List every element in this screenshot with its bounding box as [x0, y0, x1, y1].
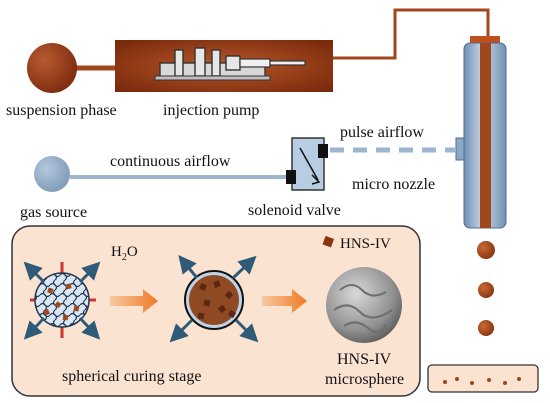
hns-legend-label: HNS-IV — [340, 236, 391, 252]
pulse-airflow-label: pulse airflow — [340, 124, 424, 141]
hns-iv-microsphere — [326, 267, 402, 343]
gel-sphere-stage-2 — [169, 255, 259, 343]
process-arrow-2 — [262, 289, 307, 313]
collected-microspheres — [443, 377, 521, 385]
solenoid-valve-label: solenoid valve — [248, 202, 341, 219]
microsphere-label-line2: microsphere — [325, 371, 404, 388]
solenoid-valve — [286, 137, 328, 191]
droplet — [478, 282, 494, 298]
injection-pump-label: injection pump — [163, 102, 259, 119]
column-cap — [470, 36, 500, 43]
hns-crystal-icon — [322, 235, 335, 248]
gel-sphere-stage-1 — [23, 261, 101, 340]
droplet — [478, 320, 494, 336]
continuous-airflow-label: continuous airflow — [110, 153, 231, 170]
micro-nozzle-port — [455, 137, 465, 161]
inner-feed-tube — [480, 43, 491, 228]
microsphere-label-line1: HNS-IV — [337, 351, 392, 368]
suspension-phase-label: suspension phase — [6, 102, 117, 119]
water-label: H2O — [111, 244, 138, 263]
curing-stage-label: spherical curing stage — [62, 368, 202, 385]
process-arrow-1 — [110, 289, 158, 313]
gas-source — [34, 156, 70, 192]
collection-tray — [427, 364, 539, 393]
droplet — [477, 241, 495, 259]
gas-source-label: gas source — [20, 204, 87, 221]
syringe-icon — [154, 47, 306, 81]
suspension-phase-reservoir — [27, 43, 77, 93]
micro-nozzle-label: micro nozzle — [352, 176, 435, 193]
suspension-feed-line — [330, 8, 490, 60]
